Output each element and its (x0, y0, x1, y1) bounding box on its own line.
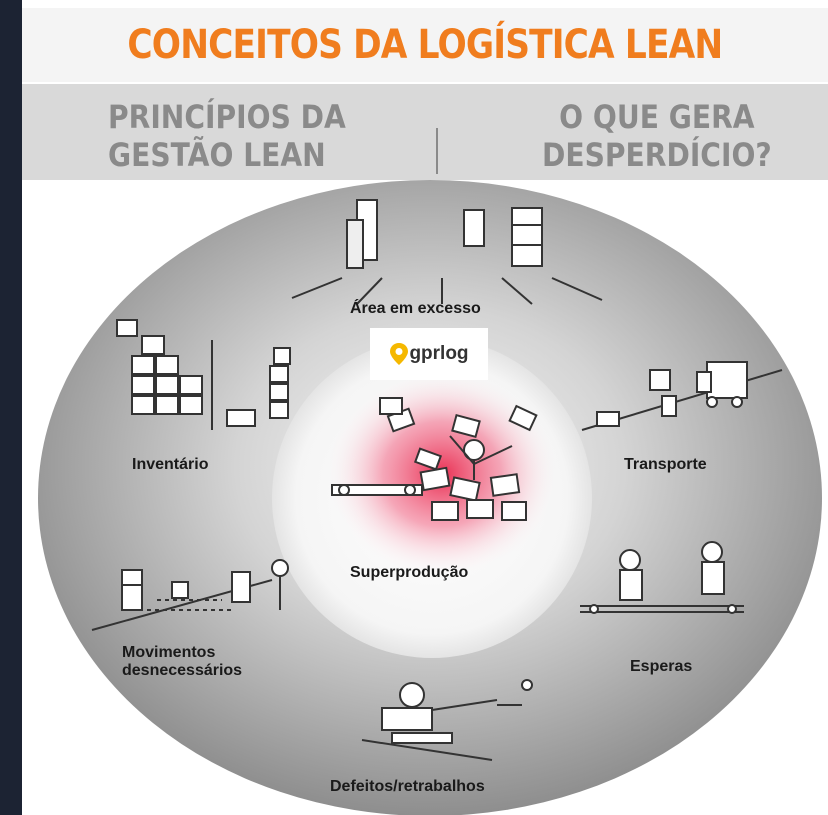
label-superproducao-center: Superprodução (350, 564, 469, 581)
subtitle-band (22, 84, 828, 180)
waste-circle-svg (38, 180, 822, 815)
gprlog-logo: gprlog (370, 328, 488, 380)
subtitle-lean-principles: PRINCÍPIOS DA GESTÃO LEAN (108, 98, 346, 174)
unnecessary-movements-illustration (91, 559, 289, 631)
logo-wordmark: gprlog (409, 343, 469, 364)
label-area-em-excesso: Área em excesso (350, 300, 481, 317)
waiting-workers-illustration (580, 541, 744, 614)
subtitle-waste-sources: O QUE GERA DESPERDÍCIO? (542, 98, 772, 174)
warehouse-area-illustration (291, 199, 603, 305)
label-transporte: Transporte (624, 456, 707, 473)
label-inventario: Inventário (132, 456, 209, 473)
label-defeitos-retrabalhos: Defeitos/retrabalhos (330, 778, 485, 795)
inventory-illustration (116, 319, 291, 430)
location-pin-icon (390, 343, 409, 365)
page-title: CONCEITOS DA LOGÍSTICA LEAN (127, 22, 724, 68)
title-band: CONCEITOS DA LOGÍSTICA LEAN (22, 8, 828, 82)
defects-rework-illustration (361, 679, 533, 761)
waste-diagram: Área em excesso Transporte Esperas Defei… (22, 180, 828, 815)
left-border (0, 0, 22, 815)
superproduction-illustration (331, 397, 538, 521)
label-esperas: Esperas (630, 658, 693, 675)
label-movimentos-desnecessarios: Movimentos desnecessários (122, 644, 243, 679)
infographic-card: CONCEITOS DA LOGÍSTICA LEAN PRINCÍPIOS D… (22, 0, 828, 815)
transport-illustration (581, 361, 783, 431)
subtitle-divider (436, 128, 438, 174)
